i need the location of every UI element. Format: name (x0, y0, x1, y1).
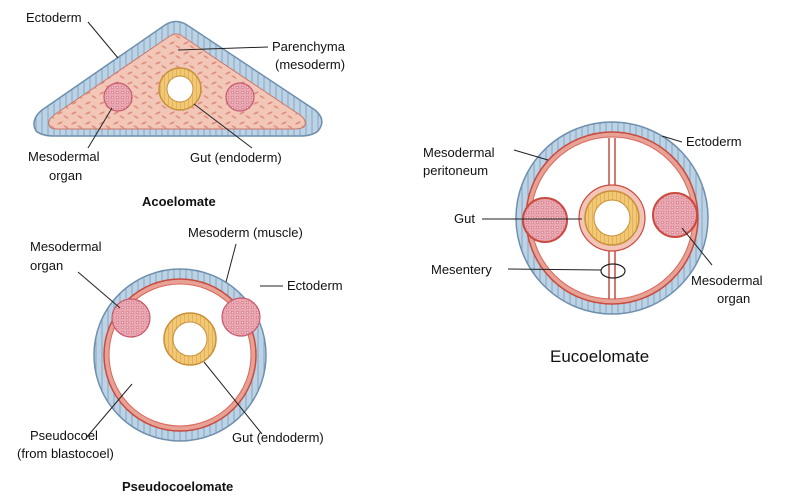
eucoelomate-gut-label: Gut (454, 211, 475, 226)
pseudocoelomate-gut-label: Gut (endoderm) (232, 430, 324, 445)
acoelomate-parenchyma-sublabel: (mesoderm) (275, 57, 345, 72)
pseudocoelomate-organ-label: Mesodermal (30, 239, 102, 254)
pseudocoelomate-cavity-sublabel: (from blastocoel) (17, 446, 114, 461)
acoelomate-ectoderm-label: Ectoderm (26, 10, 82, 25)
acoelomate-gut-lumen (167, 76, 193, 102)
acoelomate-title: Acoelomate (142, 194, 216, 209)
acoelomate-organ-label: Mesodermal (28, 149, 100, 164)
eucoelomate-diagram: Mesodermal peritoneum Ectoderm Gut Mesen… (423, 122, 763, 366)
pseudocoelomate-cavity-label: Pseudocoel (30, 428, 98, 443)
eucoelomate-ectoderm-label: Ectoderm (686, 134, 742, 149)
pseudocoelomate-title: Pseudocoelomate (122, 479, 233, 494)
eucoelomate-peritoneum-sublabel: peritoneum (423, 163, 488, 178)
acoelomate-organ-sublabel: organ (49, 168, 82, 183)
pseudocoelomate-organ-right (222, 298, 260, 336)
eucoelomate-organ-left (523, 198, 567, 242)
pseudocoelomate-organ-sublabel: organ (30, 258, 63, 273)
pseudocoelomate-muscle-label: Mesoderm (muscle) (188, 225, 303, 240)
eucoelomate-mesentery-label: Mesentery (431, 262, 492, 277)
eucoelomate-peritoneum-label: Mesodermal (423, 145, 495, 160)
acoelomate-organ-right (226, 83, 254, 111)
pseudocoelomate-diagram: Mesodermal organ Mesoderm (muscle) Ectod… (17, 225, 343, 494)
eucoelomate-organ-label: Mesodermal (691, 273, 763, 288)
acoelomate-gut-label: Gut (endoderm) (190, 150, 282, 165)
acoelomate-organ-left (104, 83, 132, 111)
eucoelomate-gut-lumen (594, 200, 630, 236)
acoelomate-diagram: Ectoderm Parenchyma (mesoderm) Mesoderma… (26, 10, 346, 209)
eucoelomate-organ-sublabel: organ (717, 291, 750, 306)
eucoelomate-organ-right (653, 193, 697, 237)
acoelomate-parenchyma-label: Parenchyma (272, 39, 346, 54)
pseudocoelomate-organ-left (112, 299, 150, 337)
pseudocoelomate-gut-lumen (173, 322, 207, 356)
eucoelomate-title: Eucoelomate (550, 347, 649, 366)
pseudocoelomate-ectoderm-label: Ectoderm (287, 278, 343, 293)
